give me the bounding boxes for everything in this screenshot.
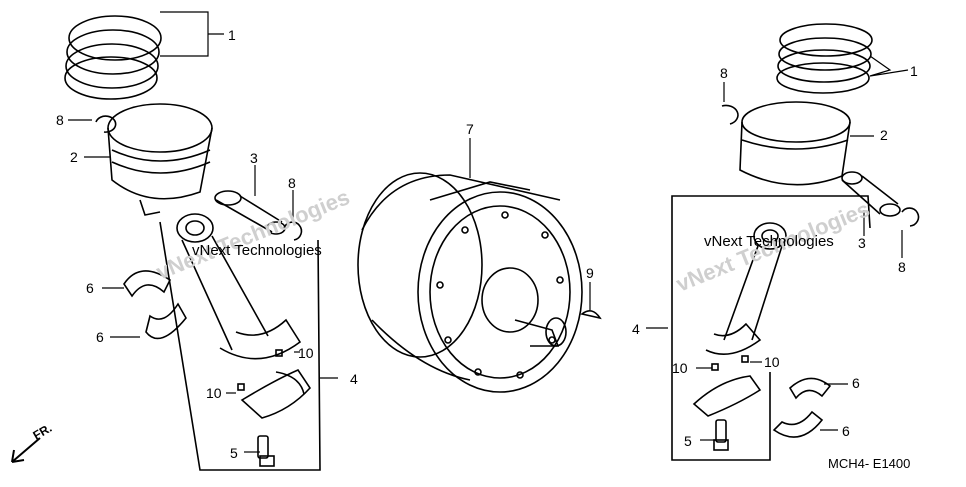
connecting-rod-right xyxy=(705,222,787,356)
bracket-left xyxy=(159,221,321,471)
callout-right-8b: 8 xyxy=(898,259,906,275)
callout-right-10a: 10 xyxy=(672,360,688,376)
callout-left-2: 2 xyxy=(70,149,78,165)
callout-left-6b: 6 xyxy=(96,329,104,345)
callout-left-6a: 6 xyxy=(86,280,94,296)
piston-right xyxy=(739,101,851,186)
bearing-left-lower xyxy=(145,302,187,340)
clip-right-upper xyxy=(721,104,739,125)
callout-right-5: 5 xyxy=(684,433,692,449)
callout-right-2: 2 xyxy=(880,127,888,143)
connecting-rod-left xyxy=(176,213,302,360)
rod-bolt-left xyxy=(257,435,275,467)
callout-left-5: 5 xyxy=(230,445,238,461)
bearing-right-upper xyxy=(788,377,832,400)
front-direction-label: FR. xyxy=(31,421,55,443)
diagram-code: MCH4- E1400 xyxy=(828,456,910,471)
callout-right-6a: 6 xyxy=(852,375,860,391)
callout-right-8a: 8 xyxy=(720,65,728,81)
rod-cap-left xyxy=(240,368,312,419)
dowel-left-a xyxy=(275,349,283,357)
dowel-right-a xyxy=(711,363,719,371)
callout-right-10b: 10 xyxy=(764,354,780,370)
piston-pin-left xyxy=(214,190,286,235)
callout-right-6b: 6 xyxy=(842,423,850,439)
front-direction-arrow xyxy=(11,437,41,463)
bearing-right-lower xyxy=(772,410,824,438)
rod-cap-right xyxy=(692,375,762,417)
callout-left-3: 3 xyxy=(250,150,258,166)
callout-right-1: 1 xyxy=(910,63,918,79)
piston-left xyxy=(107,103,213,216)
callout-left-8a: 8 xyxy=(56,112,64,128)
woodruff-key xyxy=(580,310,602,320)
piston-rings-left xyxy=(64,15,162,100)
watermark-left-a: vNext Technologies xyxy=(153,184,354,284)
callout-left-10a: 10 xyxy=(298,345,314,361)
clip-right-pin xyxy=(901,207,920,227)
watermark-right-b: vNext Technologies xyxy=(704,233,834,250)
callout-left-10b: 10 xyxy=(206,385,222,401)
crankshaft-flywheel xyxy=(357,172,583,393)
callout-right-4: 4 xyxy=(632,321,640,337)
callout-left-8b: 8 xyxy=(288,175,296,191)
callout-7: 7 xyxy=(466,121,474,137)
leader-lines xyxy=(68,11,909,453)
clip-left-pin xyxy=(283,221,303,241)
clip-left-upper xyxy=(95,115,117,133)
bracket-right xyxy=(671,195,871,461)
dowel-left-b xyxy=(237,383,245,391)
callout-left-1: 1 xyxy=(228,27,236,43)
rod-bolt-right xyxy=(713,419,729,451)
bearing-left-upper xyxy=(123,270,172,298)
piston-pin-right xyxy=(841,171,901,217)
callout-left-4: 4 xyxy=(350,371,358,387)
dowel-right-b xyxy=(741,355,749,363)
callout-right-3: 3 xyxy=(858,235,866,251)
watermark-left-b: vNext Technologies xyxy=(192,242,322,259)
flywheel-bolt-holes xyxy=(436,211,564,379)
piston-rings-right xyxy=(776,23,873,94)
callout-9: 9 xyxy=(586,265,594,281)
